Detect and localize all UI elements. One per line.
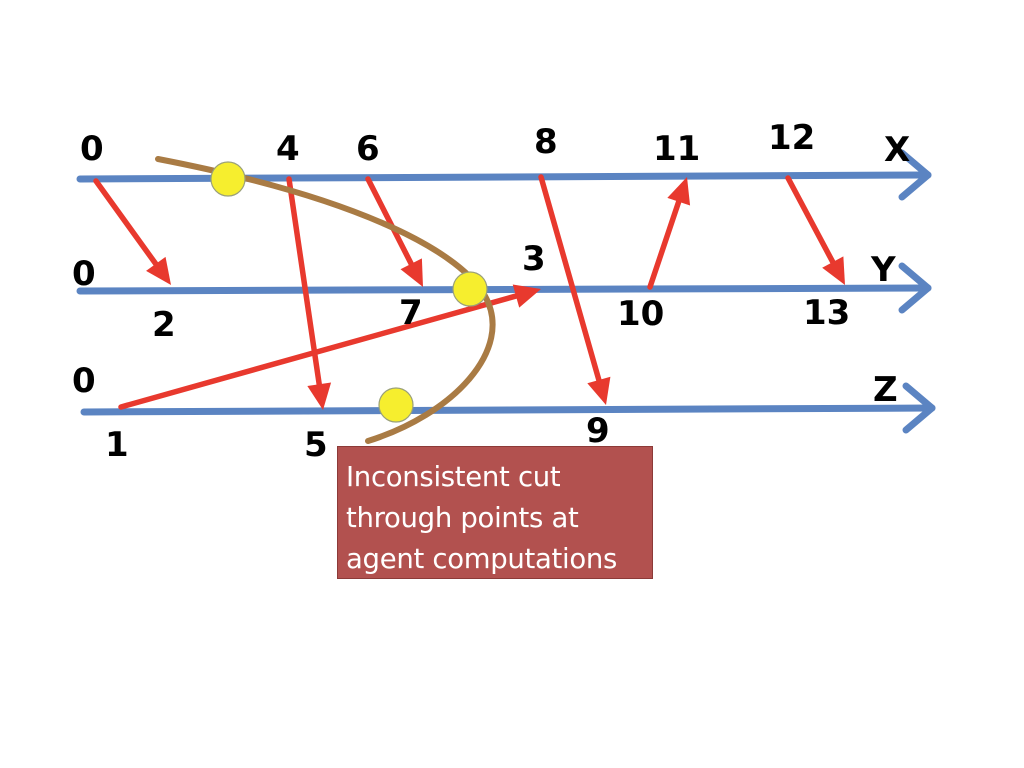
message-x0-to-y2: [93, 178, 161, 270]
event-label-z5: 5: [304, 425, 328, 465]
event-label-y0: 0: [72, 254, 96, 294]
callout-line-3: agent computations: [346, 543, 618, 575]
message-x6-to-y7-arrowhead: [400, 258, 423, 287]
cut-point-x: [210, 161, 246, 197]
message-x8-to-z9: [538, 174, 603, 387]
event-label-x12: 12: [768, 118, 815, 158]
timeline-x: [76, 149, 932, 201]
event-label-x0: 0: [80, 129, 104, 169]
messages: [93, 174, 845, 410]
message-x12-to-y13: [785, 175, 838, 269]
message-y10-to-x11-arrowhead: [667, 177, 691, 206]
event-label-y3: 3: [522, 239, 546, 279]
message-x4-to-z5-arrowhead: [307, 382, 332, 410]
callout-line-2: through points at: [346, 502, 579, 534]
timeline-z: [80, 382, 936, 434]
event-label-y13: 13: [803, 293, 850, 333]
cut-point-z: [378, 387, 414, 423]
cut-point-y: [452, 271, 488, 307]
event-label-x6: 6: [356, 129, 380, 169]
event-label-y10: 10: [617, 294, 664, 334]
event-label-x11: 11: [653, 129, 700, 169]
event-label-y7: 7: [399, 293, 423, 333]
message-z1-to-y3-arrowhead: [512, 284, 541, 308]
event-label-z1: 1: [105, 425, 129, 465]
timeline-y: [76, 262, 932, 314]
process-label-y: Y: [870, 250, 896, 290]
process-label-z: Z: [873, 370, 898, 410]
event-label-z9: 9: [586, 411, 610, 451]
message-x8-to-z9-arrowhead: [587, 376, 611, 405]
callout-box: Inconsistent cut through points at agent…: [337, 446, 653, 579]
event-label-z0: 0: [72, 361, 96, 401]
message-x12-to-y13-arrowhead: [822, 256, 845, 285]
process-label-x: X: [884, 130, 910, 170]
event-label-y2: 2: [152, 305, 176, 345]
callout-line-1: Inconsistent cut: [346, 461, 561, 493]
message-z1-to-y3: [118, 292, 523, 410]
event-label-x4: 4: [276, 129, 300, 169]
event-label-x8: 8: [534, 122, 558, 162]
message-x6-to-y7: [365, 176, 416, 271]
message-y10-to-x11: [647, 195, 683, 290]
message-x0-to-y2-arrowhead: [146, 256, 171, 285]
